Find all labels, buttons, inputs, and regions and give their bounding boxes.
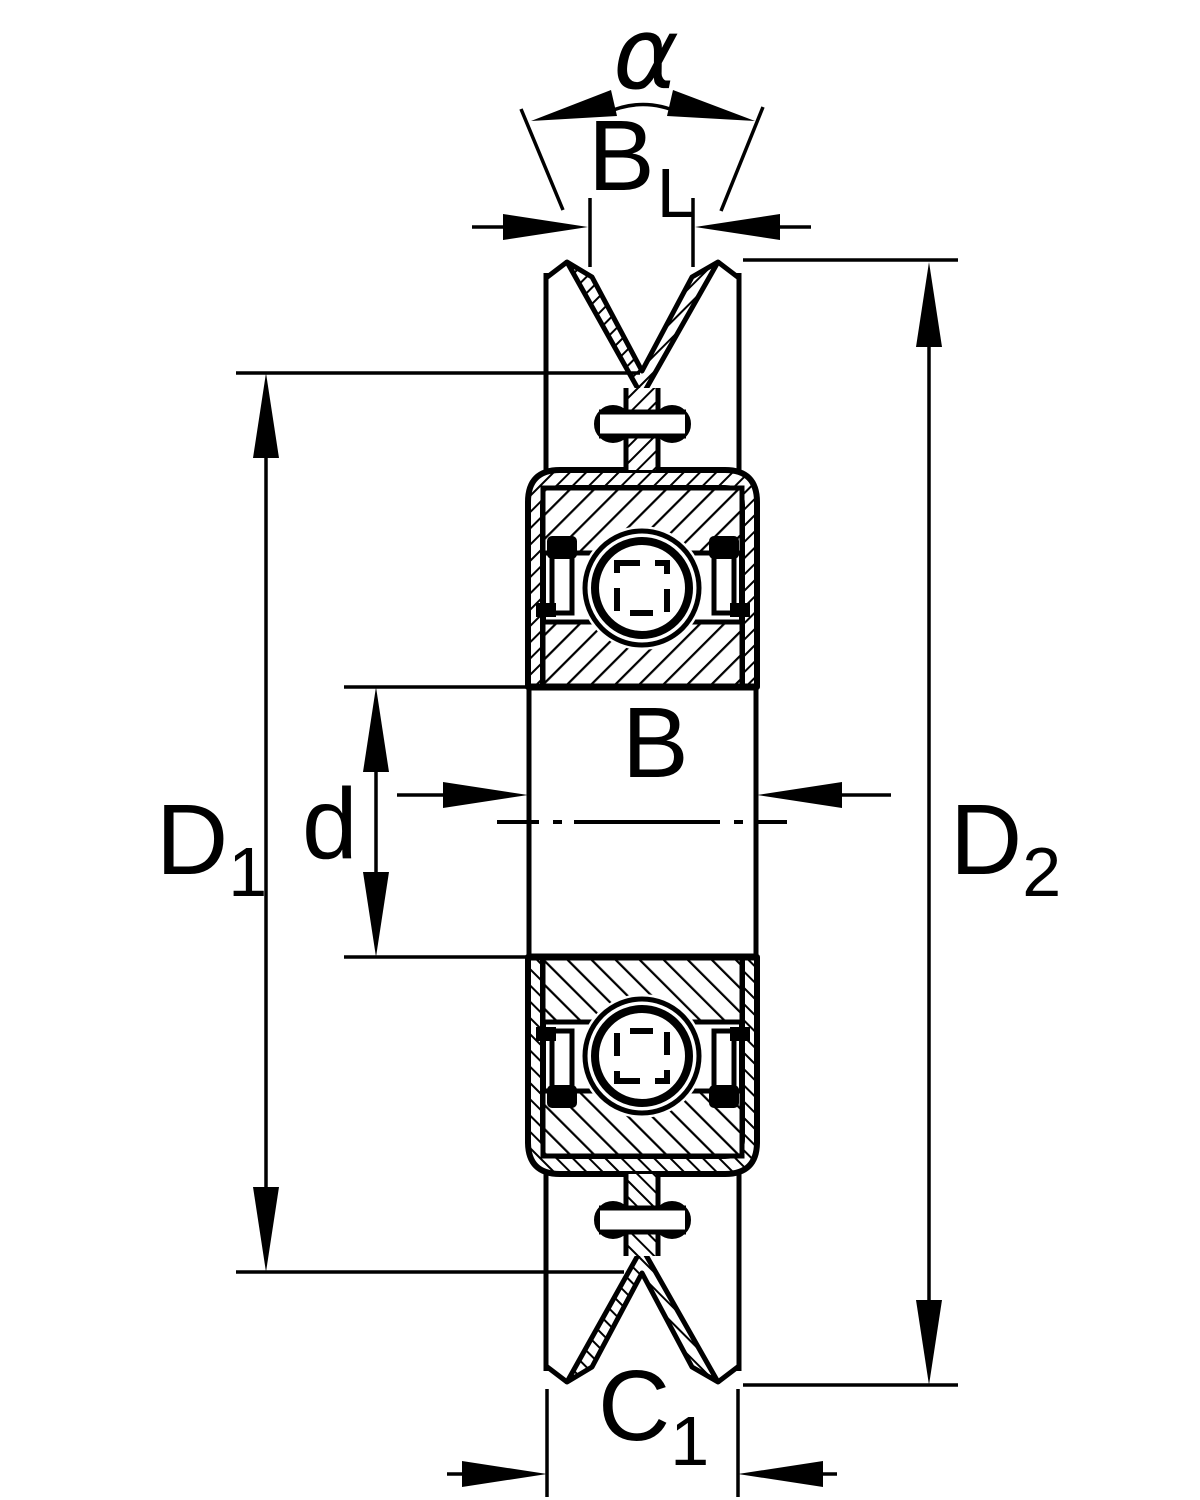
seal-right: [709, 536, 750, 617]
cage-dashed-outline: [614, 560, 670, 616]
pulley-lower-half: [528, 956, 757, 1382]
dimension-d1: D1: [156, 371, 640, 1274]
rim-lip-left: [544, 260, 569, 280]
dimension-d2: D2: [743, 258, 1061, 1387]
label-c1: C1: [598, 1350, 709, 1480]
label-d1: D1: [156, 784, 267, 911]
dimension-c1: C1: [447, 1350, 837, 1497]
rim-lip-right: [716, 260, 741, 280]
crimp-seam: [594, 388, 691, 470]
dimension-bl: BL: [472, 100, 811, 267]
seal-left: [536, 536, 577, 617]
label-d: d: [302, 768, 358, 880]
label-b: B: [622, 687, 689, 799]
dimension-b: B: [397, 687, 891, 808]
label-alpha: α: [613, 0, 679, 112]
v-groove-band: [564, 259, 721, 399]
pulley-upper-half: [525, 259, 760, 691]
dimension-alpha: α: [519, 0, 765, 212]
bearing-ball: [591, 537, 693, 639]
dimension-d: d: [302, 685, 527, 959]
label-d2: D2: [950, 784, 1061, 911]
label-bl: BL: [588, 100, 696, 232]
